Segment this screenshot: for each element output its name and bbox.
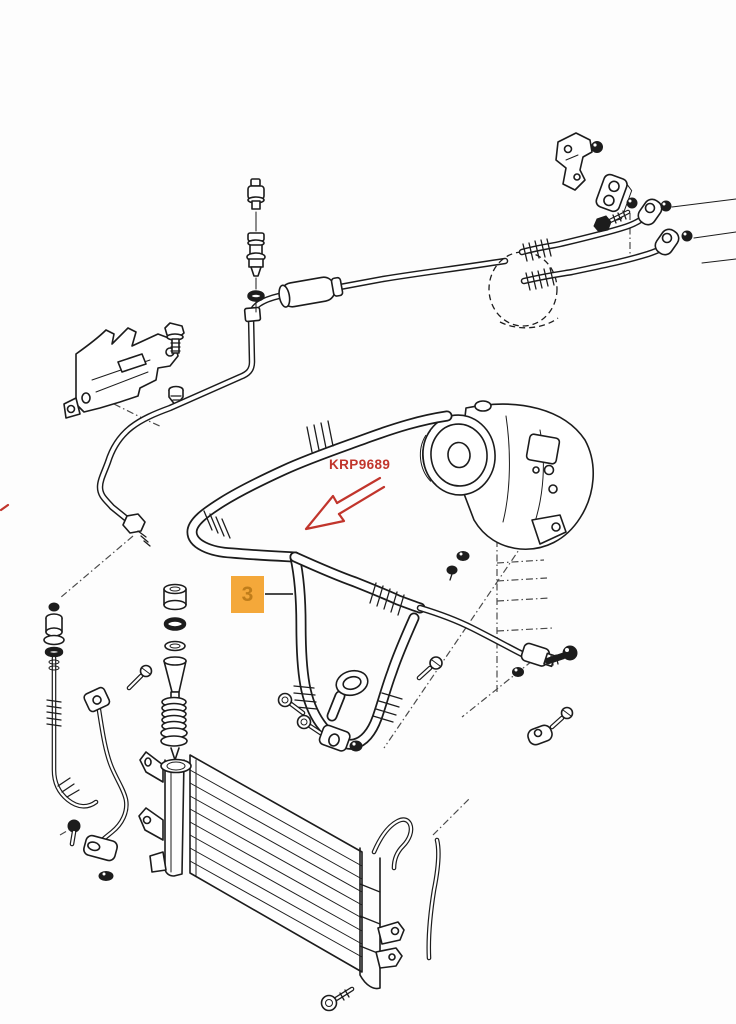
part-code-arrow (0, 476, 386, 531)
condenser (138, 751, 414, 990)
callout-number: 3 (241, 582, 254, 606)
compressor (419, 400, 594, 581)
drier-stack (160, 583, 192, 774)
reference-lines (671, 198, 736, 264)
left-bracket (63, 322, 185, 419)
bent-rod (426, 837, 441, 961)
left-hose-assembly (43, 602, 153, 881)
part3-hose-assembly (186, 410, 578, 752)
part-code-label: KRP9689 (329, 457, 391, 472)
condenser-bolt (320, 986, 355, 1012)
top-right-bracket (555, 132, 638, 233)
firewall-pipes (488, 198, 693, 329)
callout-3-badge[interactable]: 3 (231, 576, 264, 613)
service-pipe (96, 178, 509, 547)
